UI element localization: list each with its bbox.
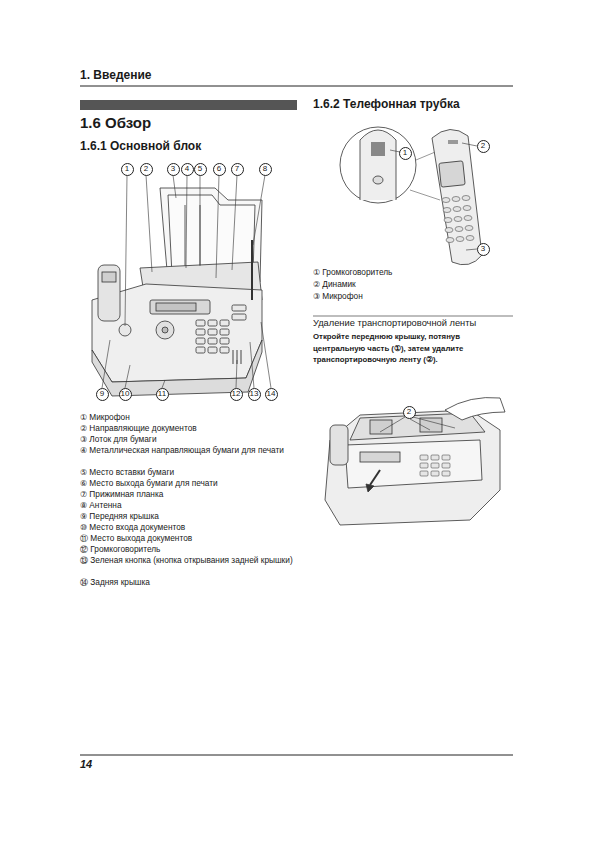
part-list-item: ⑫ Громкоговоритель — [80, 544, 295, 555]
part-list-item: ③ Лоток для бумаги — [80, 434, 295, 445]
part-list-item: ⑬ Зеленая кнопка (кнопка открывания задн… — [80, 555, 295, 566]
callout-circle: 8 — [259, 163, 272, 176]
callout-number: 7 — [235, 165, 239, 173]
part-list-item: ① Микрофон — [80, 412, 295, 423]
callout-number: 2 — [407, 408, 411, 416]
callout-circle: 3 — [167, 163, 180, 176]
leader-lines — [102, 175, 271, 388]
procedure-text: Откройте переднюю крышку, потянув центра… — [313, 331, 513, 366]
part-list-item: ⑨ Передняя крышка — [80, 511, 295, 522]
footer-rule — [80, 755, 513, 756]
fax-unit-drawing — [92, 188, 262, 396]
callout-circle: 7 — [231, 163, 244, 176]
callout-circle: 11 — [156, 388, 169, 401]
part-list-item: ① Громкоговоритель — [313, 267, 513, 278]
callout-circle: 10 — [119, 388, 132, 401]
part-list-item: ⑧ Антенна — [80, 500, 295, 511]
tape-removal-drawing — [325, 398, 505, 526]
callout-number: 11 — [158, 390, 166, 398]
callout-number: 2 — [144, 165, 148, 173]
callout-circle: 3 — [477, 243, 490, 256]
part-list-item: ② Направляющие документов — [80, 423, 295, 434]
callout-number: 2 — [481, 142, 485, 150]
part-list-item: ⑥ Место выхода бумаги для печати — [80, 478, 295, 489]
part-list-item: ③ Микрофон — [313, 291, 513, 302]
callout-number: 9 — [100, 390, 104, 398]
part-list-item: ⑩ Место входа документов — [80, 522, 295, 533]
section-rule — [313, 316, 513, 317]
callout-number: 4 — [185, 165, 189, 173]
running-header: 1. Введение — [80, 68, 380, 82]
callout-number: 1 — [125, 165, 129, 173]
part-list-item: ⑤ Место вставки бумаги — [80, 467, 295, 478]
section-bar — [80, 100, 297, 110]
part-list-item: ⑦ Прижимная планка — [80, 489, 295, 500]
procedure-heading: Удаление транспортировочной ленты — [313, 318, 513, 330]
callout-number: 12 — [232, 390, 241, 398]
callout-circle: 14 — [265, 388, 278, 401]
callout-circle: 13 — [248, 388, 261, 401]
handset-drawing — [340, 127, 482, 265]
part-list-item: ② Динамик — [313, 279, 513, 290]
callout-number: 14 — [267, 390, 276, 398]
callout-circle: 1 — [399, 147, 412, 160]
callout-number: 5 — [198, 165, 202, 173]
callout-circle: 2 — [140, 163, 153, 176]
callout-circle: 2 — [477, 140, 490, 153]
callout-circle: 2 — [403, 406, 416, 419]
callout-number: 1 — [403, 149, 407, 157]
callout-circle: 12 — [230, 388, 243, 401]
subsection-heading: 1.6.1 Основной блок — [80, 139, 300, 153]
section-title: 1.6 Обзор — [80, 114, 151, 131]
page-number: 14 — [80, 758, 120, 771]
callout-number: 10 — [121, 390, 130, 398]
callout-circle: 9 — [96, 388, 109, 401]
callout-number: 8 — [263, 165, 267, 173]
callout-number: 3 — [481, 245, 485, 253]
header-rule — [80, 86, 513, 87]
callout-number: 6 — [217, 165, 221, 173]
callout-circle: 6 — [213, 163, 226, 176]
callout-circle: 1 — [121, 163, 134, 176]
part-list-item: ⑪ Место выхода документов — [80, 533, 295, 544]
callout-circle: 5 — [194, 163, 207, 176]
part-list-item: ④ Металлическая направляющая бумаги для … — [80, 445, 295, 456]
callout-number: 13 — [250, 390, 259, 398]
callout-number: 3 — [171, 165, 175, 173]
subsection-heading: 1.6.2 Телефонная трубка — [313, 97, 513, 111]
callout-circle: 4 — [181, 163, 194, 176]
part-list-item: ⑭ Задняя крышка — [80, 577, 295, 588]
